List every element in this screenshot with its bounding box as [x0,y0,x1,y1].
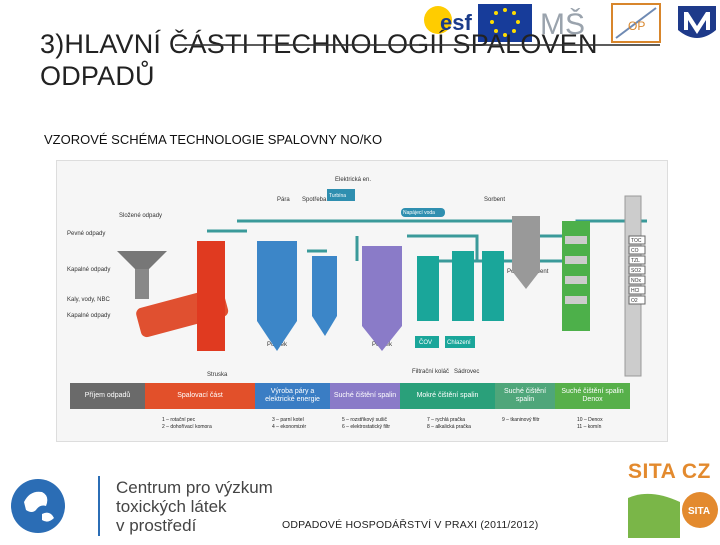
chlazeni-label: Chlazení [447,340,471,346]
svg-text:TZL: TZL [631,258,640,264]
label-spotreba: Spotřeba [302,197,327,203]
turbine-label: Turbína [329,193,346,199]
svg-text:11 – komín: 11 – komín [577,424,602,430]
svg-text:4 – ekonomizér: 4 – ekonomizér [272,424,307,430]
label-kapalne3: Kapalné odpady [67,313,110,319]
recetox-line2: toxických látek [116,497,227,516]
footer-note: ODPADOVÉ HOSPODÁŘSTVÍ V PRAXI (2011/2012… [282,519,539,531]
recetox-logo [6,474,276,538]
svg-text:5 – rozstřikový sušič: 5 – rozstřikový sušič [342,417,388,423]
esf-logo-text: esf [440,10,472,35]
slide-title: 3)HLAVNÍ ČÁSTI TECHNOLOGIÍ SPALOVEN ODPA… [40,29,598,91]
svg-text:NOx: NOx [631,278,642,284]
stage-dry-cleaning-2: Suché čištění spalin [495,383,555,409]
svg-text:3 – parní kotel: 3 – parní kotel [272,417,304,423]
svg-text:HCl: HCl [631,288,639,294]
recetox-line1: Centrum pro výzkum [116,478,273,497]
svg-text:6 – elektrostatický filtr: 6 – elektrostatický filtr [342,424,390,430]
cov-label: ČOV [419,339,432,346]
msmt-logo-text: MŠ [540,7,585,41]
stage-receive: Příjem odpadů [70,383,145,409]
msmt-logo: MŠ [540,7,585,41]
title-overlay-line [175,44,660,46]
sita-logo-sub: SITA [688,506,710,517]
label-struska: Struska [207,372,228,378]
label-sorbent: Sorbent [484,197,505,203]
university-logo [678,6,716,38]
turbine-box [327,189,355,201]
svg-text:9 – tkaninový filtr: 9 – tkaninový filtr [502,417,540,423]
header-logos: esf MŠ OP [420,0,720,52]
label-slozene: Složené odpady [119,213,162,219]
label-pevne: Pevné odpady [67,231,105,237]
label-filtracni: Filtrační koláč [412,369,449,375]
stage-combustion: Spalovací část [145,383,255,409]
label-pare: Pára [277,197,290,203]
op-logo-text: OP [628,19,645,33]
esf-logo: esf [424,6,472,35]
svg-text:2 – dohořívací komora: 2 – dohořívací komora [162,424,212,430]
stack-sensor-labels: TOC CO TZL SO2 NOx HCl O2 [628,235,646,305]
svg-text:CO: CO [631,248,639,254]
svg-text:SO2: SO2 [631,268,641,274]
svg-text:1 – rotační pec: 1 – rotační pec [162,417,196,423]
op-logo: OP [611,3,661,43]
svg-text:10 – Denox: 10 – Denox [577,417,603,423]
eu-flag-logo [478,4,532,42]
stage-wet-cleaning: Mokré čištění spalin [400,383,495,409]
label-sadrovec: Sádrovec [454,369,479,375]
stage-steam: Výroba páry a elektrické energie [255,383,330,409]
stage-bar: Příjem odpadů Spalovací část Výroba páry… [70,383,630,409]
label-kaly: Kaly, vody, NBC [67,297,110,303]
slide-subtitle: VZOROVÉ SCHÉMA TECHNOLOGIE SPALOVNY NO/K… [44,132,383,147]
sita-logo: SITA [620,458,720,540]
label-electric: Elektrická en. [335,177,371,183]
recetox-line3: v prostředí [116,516,197,535]
sita-cz-label: SITA CZ [628,460,711,483]
svg-text:TOC: TOC [631,238,642,244]
stage-denox: Suché čištění spalin Denox [555,383,630,409]
stage-dry-cleaning: Suché čištění spalin [330,383,400,409]
svg-text:7 – rychlá pračka: 7 – rychlá pračka [427,417,465,423]
svg-text:8 – alkalická pračka: 8 – alkalická pračka [427,424,471,430]
label-kapalne: Kapalné odpady [67,267,110,273]
svg-text:O2: O2 [631,298,638,304]
napajeci-label: Napájecí voda [403,210,435,216]
recetox-text: Centrum pro výzkum toxických látek v pro… [116,478,273,535]
